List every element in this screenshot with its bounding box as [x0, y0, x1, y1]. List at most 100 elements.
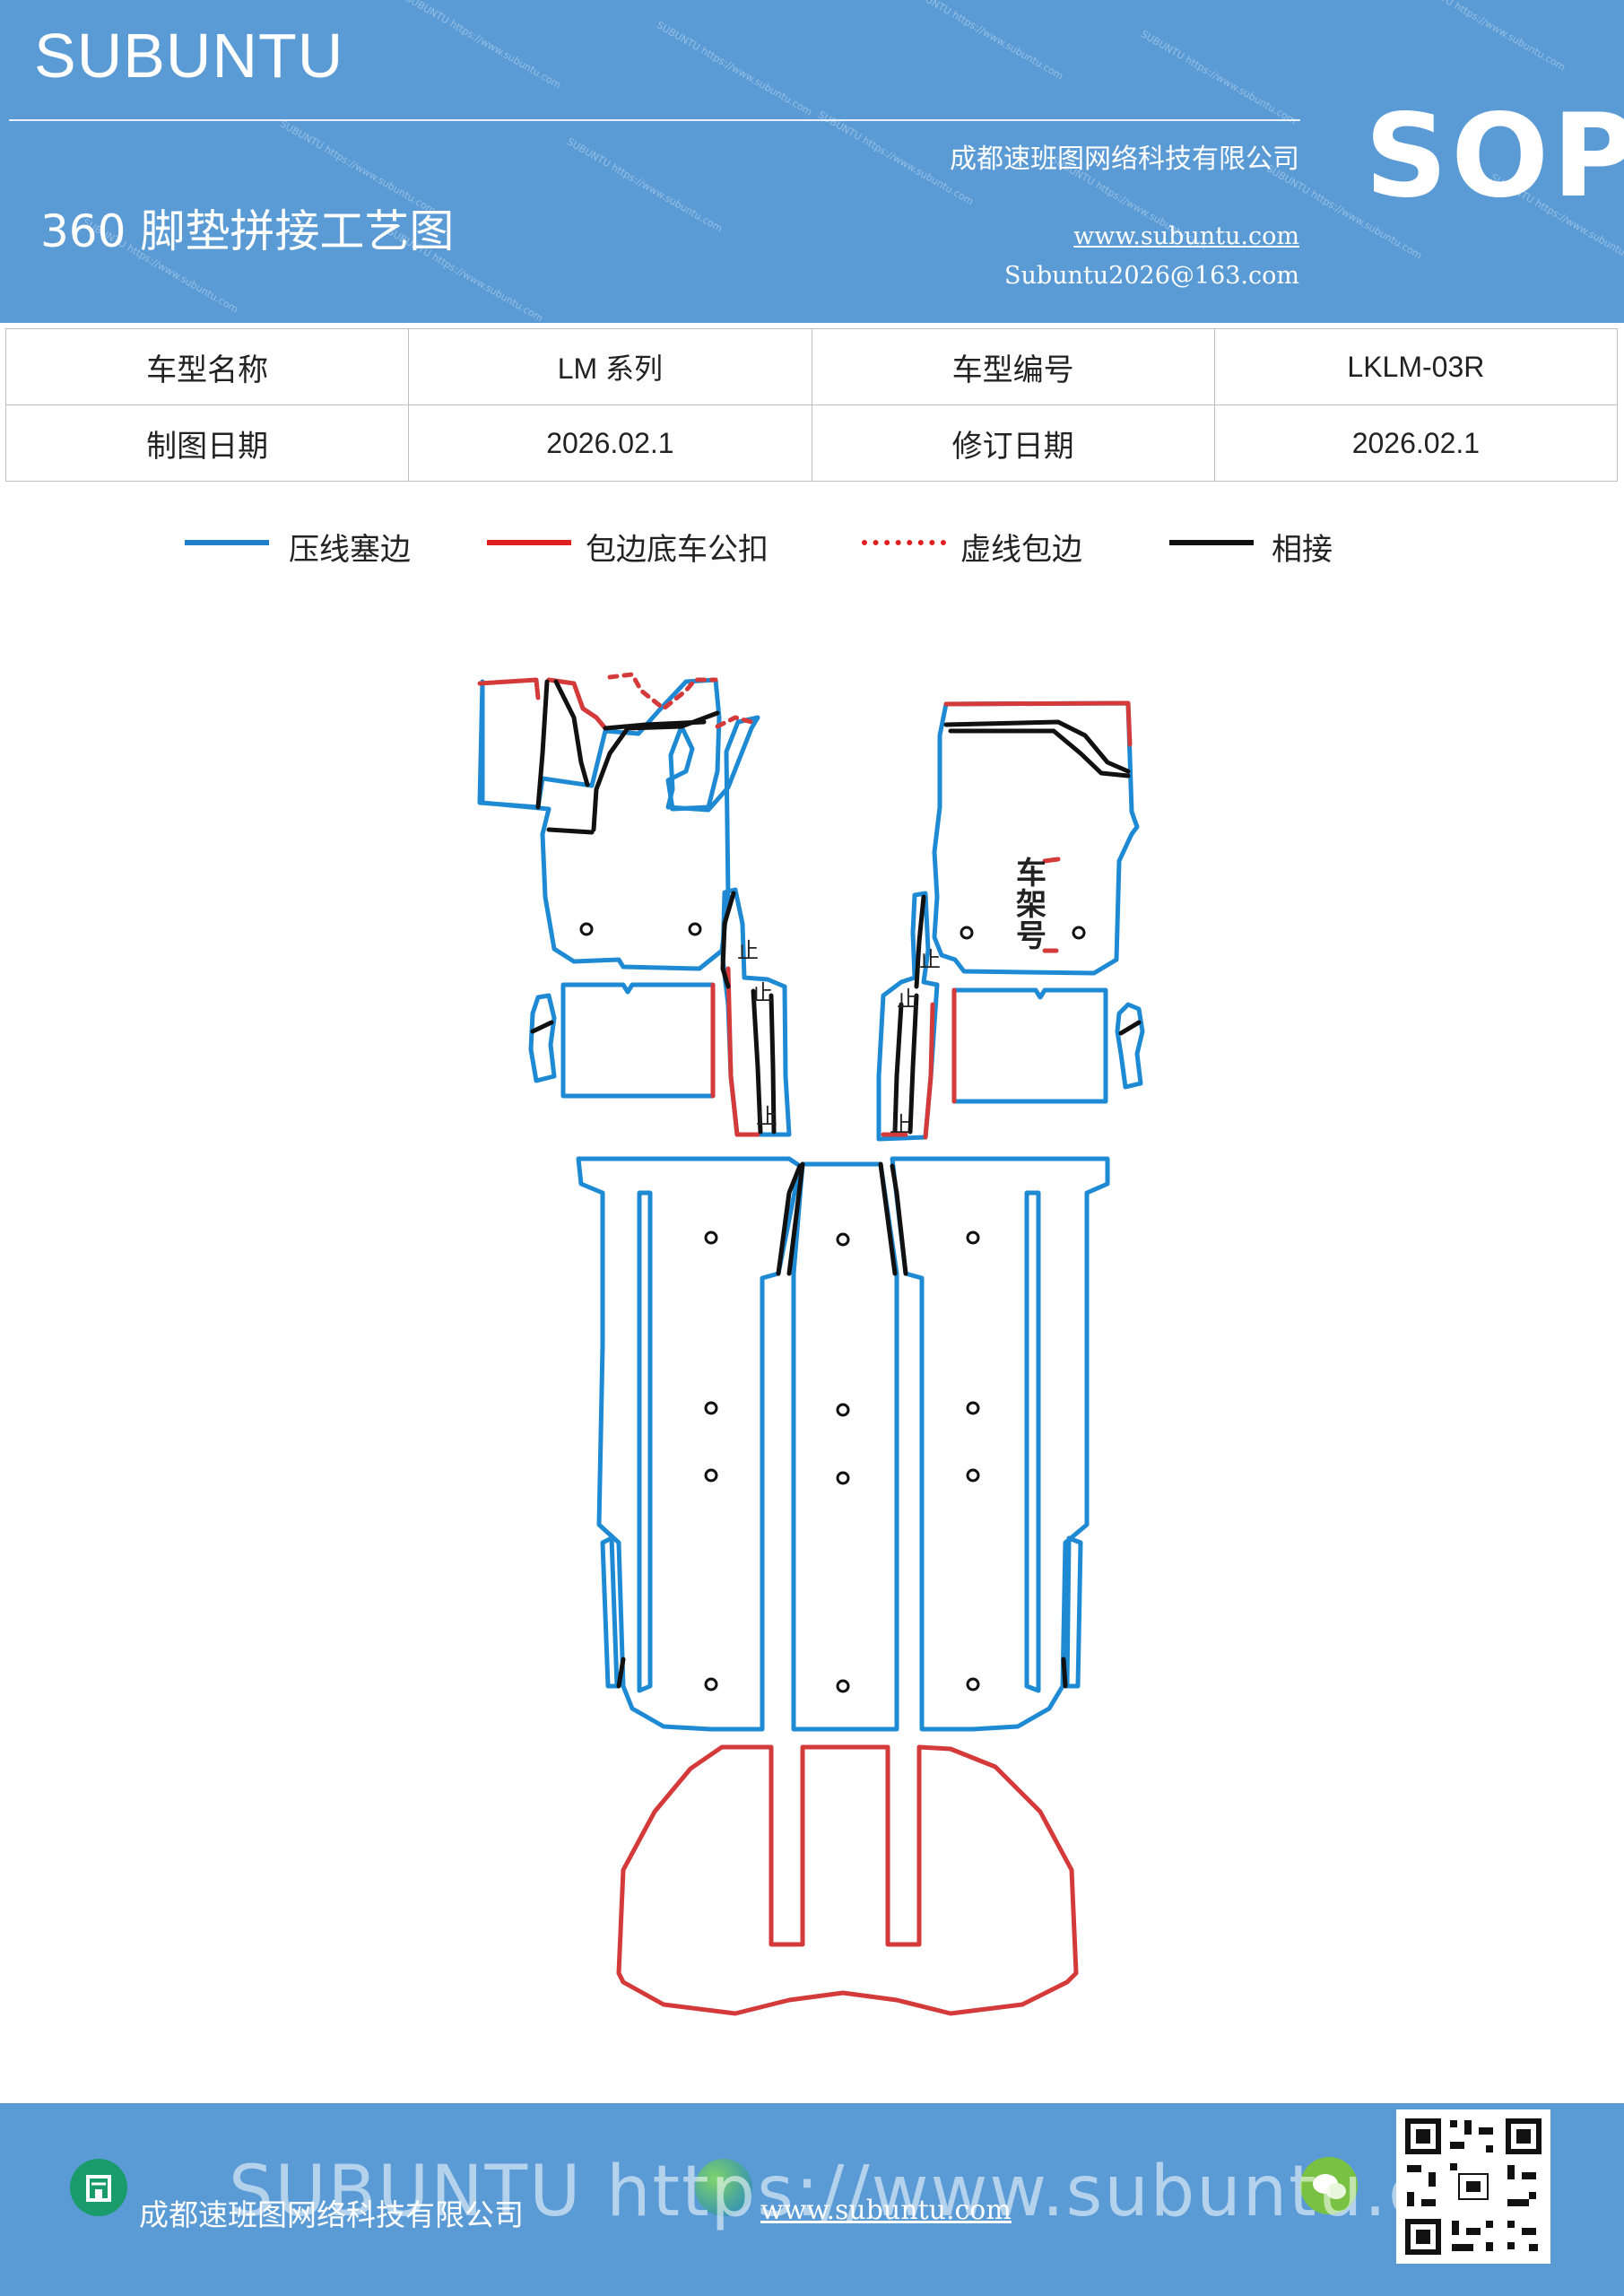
runner-outline-blue — [576, 1156, 803, 1732]
runner-inner-strip — [637, 1190, 653, 1693]
sop-badge: SOP — [1365, 90, 1624, 223]
legend-swatch — [185, 540, 269, 545]
mounting-hole — [960, 926, 974, 940]
mounting-hole — [704, 1231, 718, 1245]
mounting-hole — [1072, 926, 1086, 940]
runner-join-black — [1061, 1657, 1068, 1689]
mounting-hole — [688, 922, 702, 936]
table-cell: 制图日期 — [4, 404, 410, 482]
stop-mark: 止 — [756, 1104, 777, 1129]
strip-join-black — [720, 891, 736, 989]
stop-mark: 止 — [751, 980, 773, 1005]
strip-join-black — [908, 993, 919, 1135]
mat-edge-red — [943, 700, 1133, 747]
mat-edge-red — [477, 677, 541, 700]
trunk-mat — [616, 1744, 1079, 2016]
mounting-hole — [836, 1232, 850, 1247]
stop-mark: 止 — [919, 947, 941, 972]
mat-join-black — [943, 719, 1131, 774]
strip-outline-blue — [876, 891, 940, 1142]
wechat-icon — [1300, 2157, 1358, 2214]
globe-icon — [695, 2159, 752, 2216]
mounting-hole — [836, 1679, 850, 1693]
legend-swatch — [1169, 540, 1254, 545]
mat-join-black — [553, 679, 590, 787]
legend-swatch — [487, 540, 571, 545]
runner-outline-blue — [791, 1161, 899, 1732]
mounting-hole — [704, 1401, 718, 1415]
stop-mark: 止 — [897, 987, 918, 1012]
front-left-mat — [477, 672, 760, 971]
table-cell: 车型编号 — [811, 328, 1215, 405]
mat-outline-blue — [477, 677, 760, 971]
strip-join-black — [892, 1002, 904, 1135]
table-cell: 修订日期 — [811, 404, 1215, 482]
mat-join-black — [546, 827, 595, 835]
vin-label: 车 — [1016, 856, 1046, 891]
runner-join-black — [890, 1163, 908, 1276]
building-glyph — [86, 2175, 111, 2202]
mounting-hole — [966, 1401, 980, 1415]
right-sill-strips — [876, 891, 940, 1142]
company-name: 成都速班图网络科技有限公司 — [950, 144, 1299, 175]
stop-mark: 止 — [737, 938, 759, 963]
footer-website-link[interactable]: www.subuntu.com — [760, 2195, 1012, 2226]
strip-edge-red — [725, 966, 760, 1137]
strip-join-black — [751, 988, 763, 1135]
mat-join-black — [948, 728, 1131, 778]
side-piece-blue — [1115, 1002, 1145, 1090]
runner-side-piece — [1064, 1535, 1083, 1689]
mat-outline-blue — [560, 982, 716, 1099]
side-piece-blue — [528, 993, 557, 1083]
legend-label: 压线塞边 — [289, 532, 411, 568]
mat-edge-red-dotted — [607, 672, 718, 711]
table-cell: 2026.02.1 — [1213, 404, 1619, 482]
vin-char-1: 车 — [1016, 856, 1046, 891]
email-address[interactable]: Subuntu2026@163.com — [1004, 262, 1299, 290]
mat-join-black — [535, 679, 550, 810]
second-row-left-mat — [528, 982, 716, 1099]
table-row: 制图日期 2026.02.1 修订日期 2026.02.1 — [4, 404, 1619, 482]
mat-edge-red — [546, 677, 608, 731]
runner-inner-strip — [1024, 1190, 1041, 1693]
trunk-outline-red — [616, 1744, 1079, 2016]
mounting-hole — [966, 1677, 980, 1692]
mounting-hole — [836, 1403, 850, 1417]
table-cell: LM 系列 — [408, 328, 812, 405]
footer-company: 成都速班图网络科技有限公司 — [139, 2197, 524, 2232]
mat-join-black — [1118, 1020, 1142, 1036]
strip-edge-red — [923, 1002, 935, 1140]
runner-join-black — [878, 1161, 898, 1276]
mat-join-black — [530, 1020, 554, 1034]
wechat-glyph — [1313, 2174, 1346, 2199]
rear-right-runner — [890, 1156, 1110, 1732]
legend-label: 相接 — [1272, 532, 1333, 568]
runner-join-black — [776, 1163, 803, 1276]
strip-join-black — [914, 894, 926, 989]
mounting-hole — [966, 1468, 980, 1483]
table-cell: 车型名称 — [4, 328, 410, 405]
brand-logo-text: SUBUNTU — [34, 21, 344, 91]
qr-code[interactable] — [1396, 2109, 1550, 2264]
website-link[interactable]: www.subuntu.com — [1073, 222, 1299, 250]
mounting-hole — [704, 1677, 718, 1692]
second-row-right-mat — [951, 987, 1145, 1104]
runner-side-piece — [600, 1535, 620, 1689]
vin-char-3: 号 — [1016, 918, 1046, 954]
mounting-hole — [836, 1471, 850, 1485]
legend-label: 包边底车公扣 — [586, 532, 769, 568]
rear-left-runner — [576, 1156, 803, 1732]
mounting-hole — [966, 1231, 980, 1245]
runner-join-black — [616, 1657, 626, 1689]
mounting-hole — [579, 922, 594, 936]
table-cell: 2026.02.1 — [408, 404, 812, 482]
mat-edge-red-dotted — [715, 715, 754, 729]
line-legend: 压线塞边 包边底车公扣 虚线包边 相接 — [0, 520, 1624, 574]
left-sill-strips — [720, 887, 792, 1137]
mat-edge-red — [1042, 857, 1061, 864]
footer-banner: 成都速班图网络科技有限公司 www.subuntu.com SUBUNTU ht… — [0, 2103, 1624, 2296]
legend-label: 虚线包边 — [960, 532, 1082, 568]
footer-watermark: SUBUNTU https://www.subuntu.com — [229, 2152, 1543, 2232]
